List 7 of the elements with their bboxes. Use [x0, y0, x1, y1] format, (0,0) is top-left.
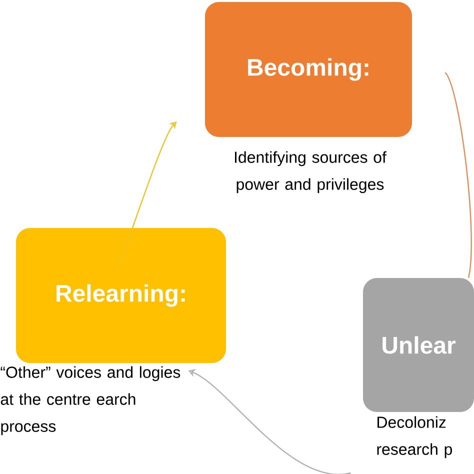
- caption-text: “Other” voices and logies at the centre earch process: [0, 366, 180, 436]
- process-box: Becoming:: [205, 2, 412, 137]
- arrow: [117, 122, 177, 266]
- process-box: Relearning:: [16, 228, 226, 363]
- process-box: Unlear: [363, 278, 474, 412]
- caption-text: Decoloniz research p: [377, 416, 452, 458]
- caption-text: Identifying sources of power and privileges: [235, 151, 386, 194]
